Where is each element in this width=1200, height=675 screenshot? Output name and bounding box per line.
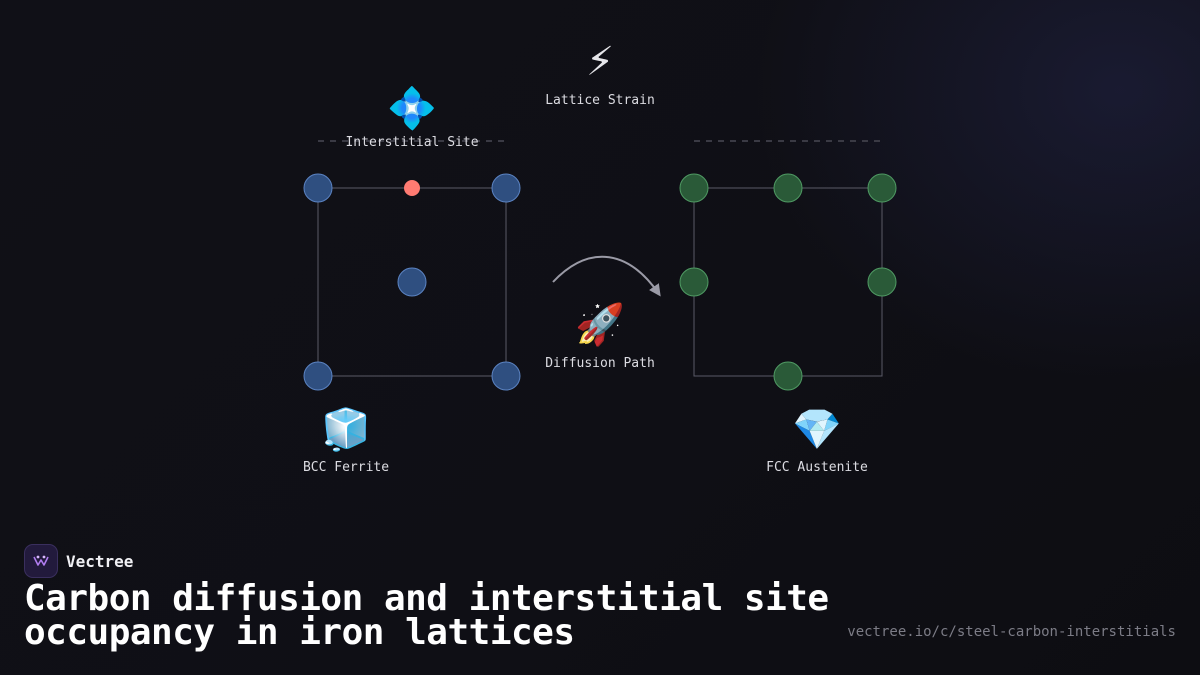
fcc-cell-outline (693, 187, 883, 377)
lightning-icon: ⚡ (585, 39, 615, 85)
diffusion-path-label: Diffusion Path (545, 356, 655, 371)
brand-name: Vectree (66, 551, 134, 571)
bcc-corner-atom (491, 173, 521, 203)
fcc-austenite-label: FCC Austenite (766, 460, 868, 475)
bcc-corner-atom (303, 173, 333, 203)
fcc-corner-atom (867, 173, 897, 203)
bcc-corner-atom (303, 361, 333, 391)
gem-icon: 💎 (792, 407, 842, 453)
fcc-face-atom (773, 173, 803, 203)
carbon-interstitial-atom (404, 180, 420, 196)
fcc-atoms (679, 173, 897, 391)
source-url[interactable]: vectree.io/c/steel-carbon-interstitials (847, 624, 1176, 640)
fcc-face-atom (679, 267, 709, 297)
crystal-icon: 💠 (387, 86, 437, 132)
transformation-arrow (552, 255, 661, 297)
interstitial-site-label: Interstitial Site (345, 135, 479, 150)
lattice-strain-label: Lattice Strain (545, 93, 655, 108)
ice-cube-icon: 🧊 (321, 407, 371, 453)
fcc-face-atom (867, 267, 897, 297)
page-title: Carbon diffusion and interstitial site o… (24, 578, 829, 653)
bcc-corner-atom (491, 361, 521, 391)
rocket-icon: 🚀 (575, 302, 625, 348)
fcc-face-atom (773, 361, 803, 391)
bcc-ferrite-label: BCC Ferrite (302, 460, 390, 475)
vectree-logo-icon (24, 544, 58, 578)
brand[interactable]: Vectree (24, 544, 133, 578)
bcc-center-atom (397, 267, 427, 297)
fcc-corner-atom (679, 173, 709, 203)
bcc-atoms (303, 173, 521, 391)
